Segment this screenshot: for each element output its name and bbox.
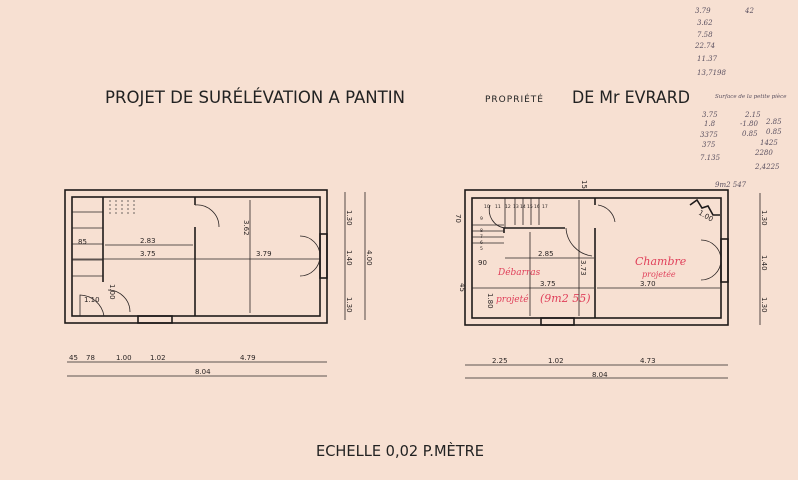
svg-text:2.85: 2.85 [538,250,554,258]
svg-text:3.62: 3.62 [242,220,250,236]
svg-text:15: 15 [580,180,588,189]
svg-text:2.15: 2.15 [744,111,761,119]
svg-text:6: 6 [480,240,483,246]
right-floor-plan: 10 11 12 13 14 15 16 17 9 8 7 6 5 2.85 3… [454,180,768,379]
owner-name: DE Mr EVRARD [572,88,690,108]
svg-text:13: 13 [513,204,519,210]
svg-text:14: 14 [520,204,526,210]
svg-text:22.74: 22.74 [694,42,715,50]
svg-text:7: 7 [480,234,483,240]
svg-text:4.00: 4.00 [365,250,373,266]
svg-text:1.30: 1.30 [345,210,353,226]
svg-text:1.8: 1.8 [704,120,716,128]
surface-calculation-right: 2.15 -1.80 2.85 0.85 0.85 1425 2280 2,42… [715,111,782,189]
svg-text:3.79: 3.79 [256,250,272,258]
svg-text:5: 5 [480,246,483,252]
svg-text:85: 85 [78,238,87,246]
svg-text:13,7198: 13,7198 [697,69,726,77]
svg-text:3.75: 3.75 [540,280,556,288]
svg-text:3.75: 3.75 [140,250,156,258]
svg-text:1.40: 1.40 [760,255,768,271]
scale-label: ECHELLE 0,02 P.MÈTRE [316,441,484,460]
svg-text:2,4225: 2,4225 [754,163,780,171]
svg-text:1.40: 1.40 [345,250,353,266]
svg-text:2.83: 2.83 [140,237,156,245]
svg-text:1425: 1425 [760,139,778,147]
svg-text:1.30: 1.30 [345,297,353,313]
svg-text:17: 17 [542,204,548,210]
svg-text:10: 10 [484,204,490,210]
svg-text:3.75: 3.75 [702,111,718,119]
svg-text:78: 78 [86,354,95,362]
svg-text:11.37: 11.37 [697,55,718,63]
svg-text:4.79: 4.79 [240,354,256,362]
svg-text:1.30: 1.30 [760,297,768,313]
svg-text:8.04: 8.04 [195,368,211,376]
svg-text:0.85: 0.85 [766,128,782,136]
svg-text:(9m2 55): (9m2 55) [540,292,591,305]
svg-text:12: 12 [505,204,511,210]
surface-note: Surface de la petite pièce [715,93,787,100]
svg-text:3375: 3375 [700,131,718,139]
svg-text:-1.80: -1.80 [740,120,758,128]
svg-text:90: 90 [478,259,487,267]
surface-calculation-left: 3.75 1.8 3375 375 7.135 [700,111,721,162]
svg-text:0.85: 0.85 [742,130,758,138]
svg-text:1.00: 1.00 [108,284,116,300]
svg-text:projeté: projeté [496,294,529,305]
svg-text:2.25: 2.25 [492,357,508,365]
svg-text:3.73: 3.73 [579,260,587,276]
svg-text:3.62: 3.62 [697,19,713,27]
svg-text:projetée: projetée [642,270,676,279]
svg-text:16: 16 [534,204,540,210]
svg-text:1.00: 1.00 [116,354,132,362]
room-label-chambre: Chambre [635,255,687,268]
drawing-title: PROJET DE SURÉLÉVATION A PANTIN [105,86,405,108]
svg-text:375: 375 [702,141,716,149]
svg-text:1.02: 1.02 [150,354,166,362]
total-surface: 9m2 547 [715,181,747,189]
room-label-debarras: Débarras [497,267,541,278]
svg-text:45: 45 [458,283,466,292]
top-calculation: 3.79 3.62 7.58 22.74 11.37 13,7198 42 [694,7,754,77]
svg-text:9: 9 [480,216,483,222]
svg-text:3.70: 3.70 [640,280,656,288]
svg-text:42: 42 [744,7,754,15]
svg-text:4.73: 4.73 [640,357,656,365]
svg-text:7.58: 7.58 [697,31,713,39]
svg-text:11: 11 [495,204,501,210]
svg-text:2280: 2280 [754,149,773,157]
svg-text:1.02: 1.02 [548,357,564,365]
svg-text:8.04: 8.04 [592,371,608,379]
svg-text:1.30: 1.30 [760,210,768,226]
svg-text:45: 45 [69,354,78,362]
svg-text:15: 15 [527,204,533,210]
svg-text:7.135: 7.135 [700,154,721,162]
svg-text:3.79: 3.79 [695,7,711,15]
owner-prefix: PROPRIÉTÉ [485,93,544,105]
stair-numbers: 10 11 12 13 14 15 16 17 9 8 7 6 5 [480,204,548,252]
svg-text:1.80: 1.80 [486,293,494,309]
svg-text:70: 70 [454,214,462,223]
svg-text:1.10: 1.10 [84,296,100,304]
left-floor-plan: 2.83 3.75 3.62 3.79 85 1.10 1.00 1.30 1.… [64,189,373,377]
svg-text:8: 8 [480,228,483,234]
svg-text:1.00: 1.00 [697,209,715,224]
svg-text:2.85: 2.85 [765,118,782,126]
